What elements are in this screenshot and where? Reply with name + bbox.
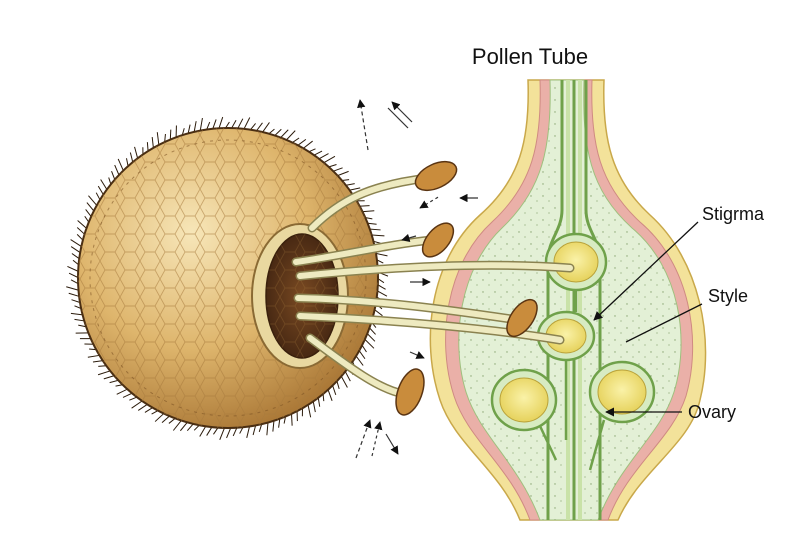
pollen-hair (219, 426, 226, 440)
pollen-hair (266, 421, 269, 436)
pollen-granules (395, 160, 538, 416)
ovule-lower-left (490, 368, 558, 432)
pistil (429, 79, 707, 521)
pollen-hair (363, 338, 375, 349)
pollen-hair (70, 239, 83, 248)
stigma-callout: Stigrma (593, 204, 765, 321)
pollen-hair (66, 286, 80, 291)
pollen-hair (307, 403, 312, 418)
pollen-hair (97, 370, 112, 376)
pollen-hair (285, 130, 296, 141)
pollen-hair (322, 155, 336, 164)
pollen-hair (370, 234, 385, 237)
pollen-tubes (291, 173, 575, 399)
ovule-lower-right (588, 360, 656, 424)
pollen-hair (243, 117, 251, 131)
label-ovary: Ovary (688, 402, 736, 422)
ovary-callout: Ovary (605, 402, 736, 422)
pollen-hair (131, 399, 144, 409)
diagram-title: Pollen Tube (472, 44, 588, 69)
pollen-grain (66, 116, 389, 440)
ovule-top (544, 232, 608, 292)
pollen-hair (88, 195, 98, 207)
pollen-hair (172, 419, 183, 431)
style-callout: Style (625, 286, 748, 343)
pollen-hair (156, 132, 160, 147)
arrow-icon (355, 99, 478, 459)
label-style: Style (708, 286, 748, 306)
pollen-hair (199, 117, 203, 132)
pollen-hair (117, 158, 125, 172)
pollen-hair (340, 375, 348, 388)
label-stigma: Stigrma (702, 204, 765, 224)
